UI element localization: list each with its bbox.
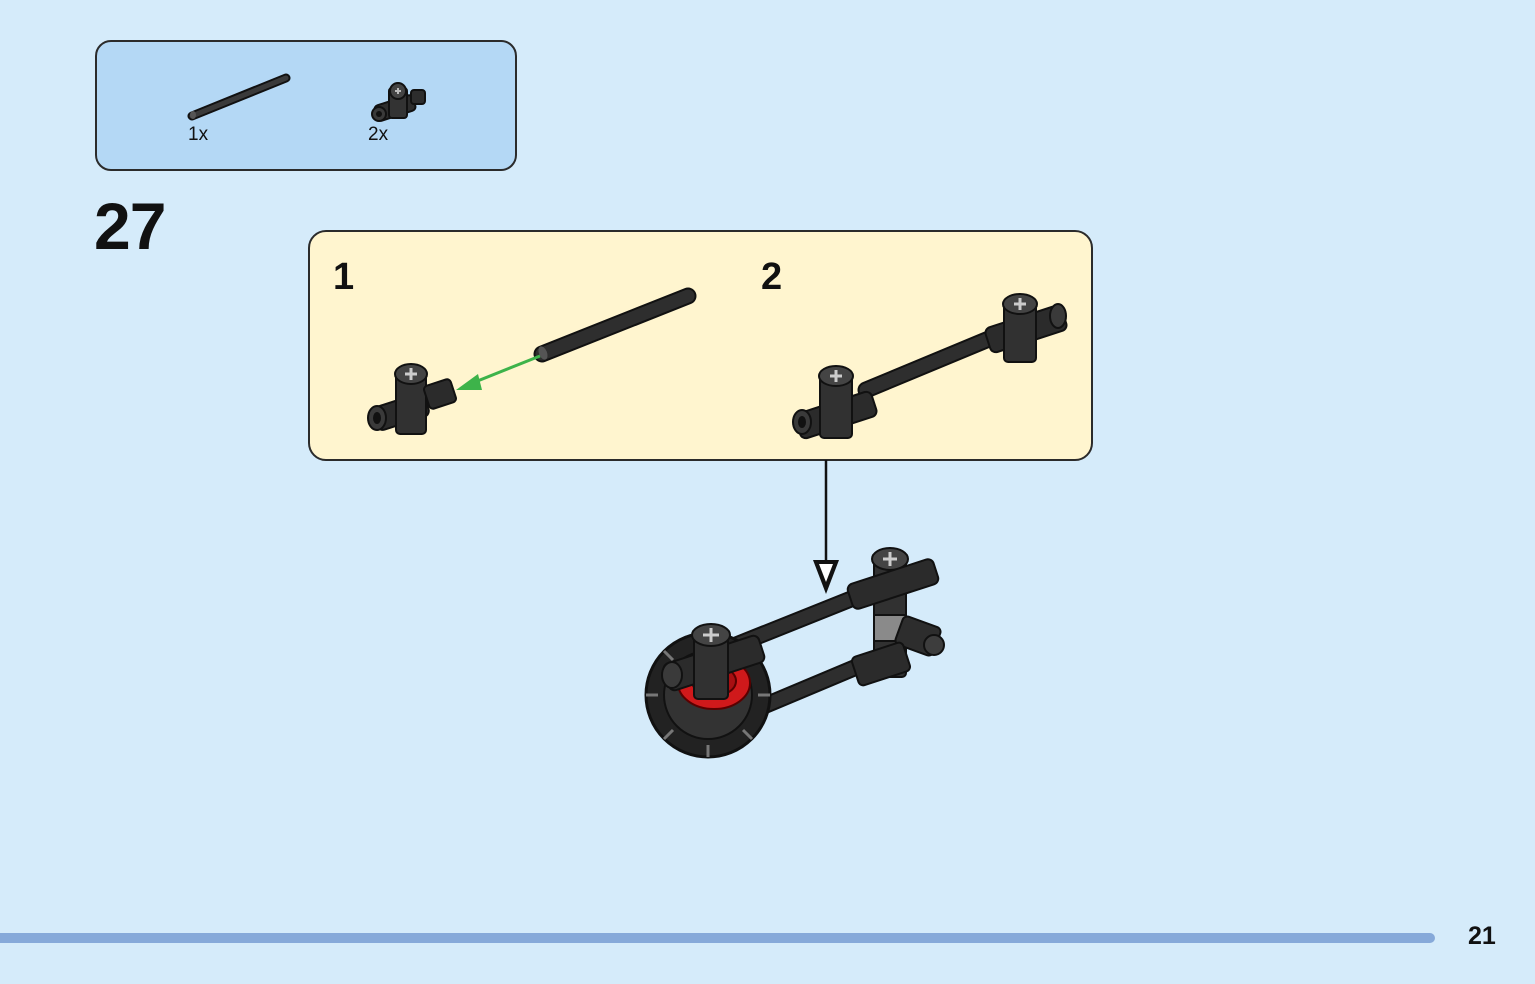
model-assembly-illustration [644, 547, 945, 759]
part-qty-axle: 1x [188, 124, 209, 145]
cross-axle-connector-icon [371, 82, 426, 122]
cross-axle-connector-icon [367, 363, 457, 435]
substep-2-number: 2 [761, 256, 783, 298]
placement-arrow [813, 460, 839, 594]
substep-callout: 1 2 [308, 230, 1093, 461]
substep-1-illustration [367, 287, 697, 435]
progress-bar [0, 933, 1435, 943]
step-number: 27 [94, 189, 166, 263]
parts-list-callout: 1x 2x [95, 40, 517, 171]
page-number: 21 [1468, 922, 1496, 950]
substep-2-illustration [792, 293, 1068, 440]
axle-icon [187, 73, 291, 121]
part-qty-connector: 2x [368, 124, 389, 145]
substep-1-number: 1 [333, 256, 355, 298]
